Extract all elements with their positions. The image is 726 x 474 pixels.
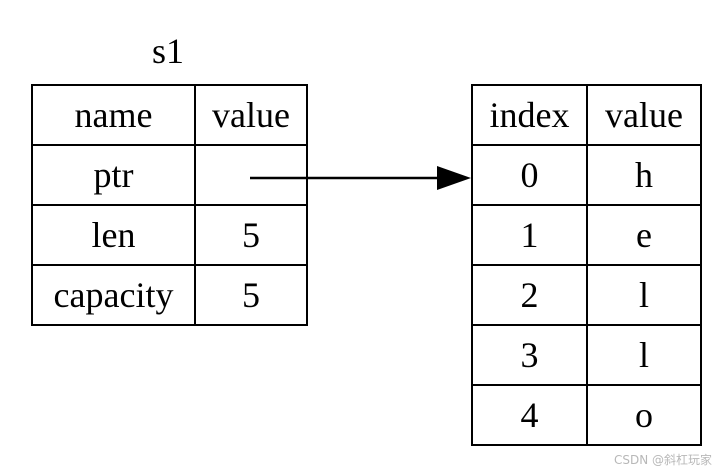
watermark-text: CSDN @斜杠玩家 bbox=[613, 453, 712, 467]
table-row: 0 h bbox=[471, 144, 702, 206]
char-cell: l bbox=[586, 264, 702, 326]
table-row: capacity 5 bbox=[31, 264, 308, 326]
char-cell: e bbox=[586, 204, 702, 266]
table-row: 2 l bbox=[471, 264, 702, 326]
pointer-arrow-head bbox=[437, 166, 471, 190]
index-cell: 3 bbox=[471, 324, 588, 386]
field-value-len: 5 bbox=[194, 204, 308, 266]
table-header-row: index value bbox=[471, 84, 702, 146]
header-value: value bbox=[194, 84, 308, 146]
table-row: 3 l bbox=[471, 324, 702, 386]
table-row: ptr bbox=[31, 144, 308, 206]
table-row: 4 o bbox=[471, 384, 702, 446]
char-cell: l bbox=[586, 324, 702, 386]
field-name-capacity: capacity bbox=[31, 264, 196, 326]
char-cell: o bbox=[586, 384, 702, 446]
header-name: name bbox=[31, 84, 196, 146]
field-name-len: len bbox=[31, 204, 196, 266]
table-header-row: name value bbox=[31, 84, 308, 146]
index-cell: 2 bbox=[471, 264, 588, 326]
field-name-ptr: ptr bbox=[31, 144, 196, 206]
header-index: index bbox=[471, 84, 588, 146]
s1-struct-table: name value ptr len 5 capacity 5 bbox=[31, 84, 308, 326]
field-value-ptr bbox=[194, 144, 308, 206]
table-row: 1 e bbox=[471, 204, 702, 266]
index-cell: 1 bbox=[471, 204, 588, 266]
s1-label: s1 bbox=[151, 31, 184, 71]
char-cell: h bbox=[586, 144, 702, 206]
index-cell: 0 bbox=[471, 144, 588, 206]
heap-array-table: index value 0 h 1 e 2 l 3 l 4 o bbox=[471, 84, 702, 446]
header-value: value bbox=[586, 84, 702, 146]
index-cell: 4 bbox=[471, 384, 588, 446]
field-value-capacity: 5 bbox=[194, 264, 308, 326]
table-row: len 5 bbox=[31, 204, 308, 266]
